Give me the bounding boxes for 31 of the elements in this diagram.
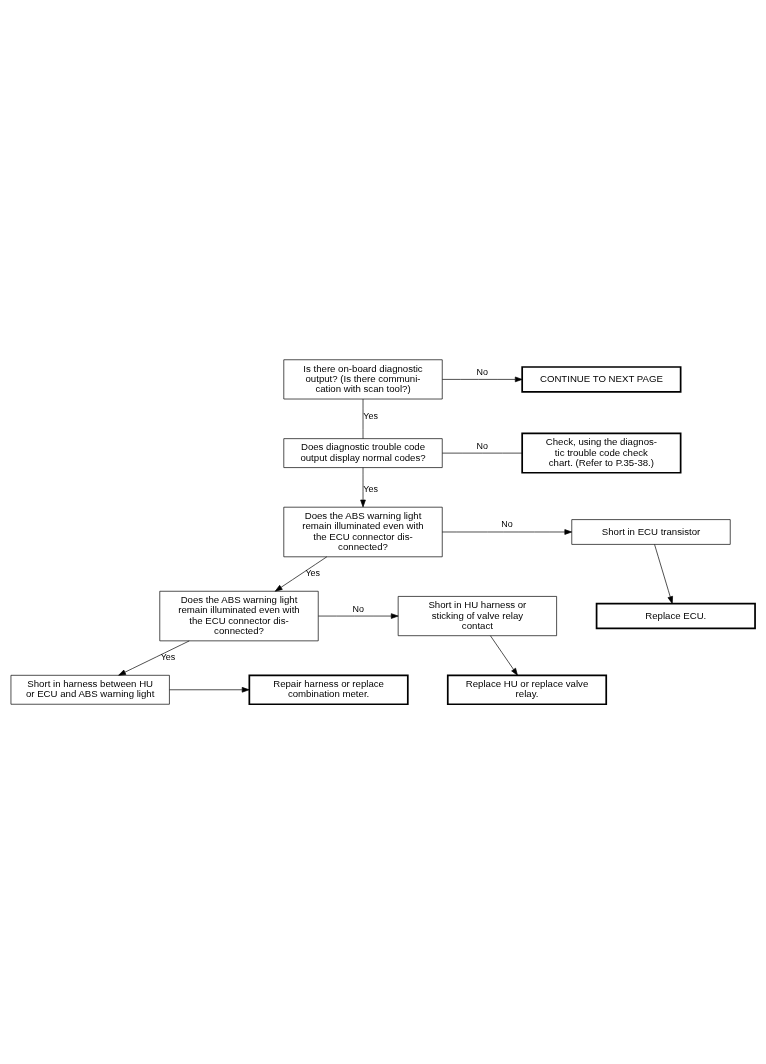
node-box: Replace HU or replace valve relay.	[446, 674, 608, 706]
arrow	[169, 687, 250, 693]
node-box: Is there on-board diagnostic output? (Is there communi- cation with scan tool?)	[283, 359, 443, 400]
arrow	[442, 376, 523, 383]
arrow	[318, 613, 399, 619]
node-box: Does the ABS warning light remain illuminated even with the ECU connector dis- connected?	[283, 506, 443, 558]
node-box: Does diagnostic trouble code output display normal codes?	[283, 438, 443, 468]
node-box: CONTINUE TO NEXT PAGE	[521, 366, 682, 393]
arrow	[274, 556, 328, 592]
edge-label: Yes	[363, 484, 378, 495]
connector	[362, 398, 364, 439]
node-box: Repair harness or replace combination meter.	[248, 674, 409, 706]
arrow	[360, 467, 366, 508]
arrow	[490, 635, 518, 676]
connector	[442, 452, 523, 454]
edge-label: No	[476, 440, 488, 451]
edge-label: Yes	[160, 652, 176, 663]
edge-label: No	[352, 603, 364, 614]
arrow	[441, 529, 573, 535]
edge-label: No	[501, 519, 513, 530]
edge-label: Yes	[363, 410, 378, 421]
arrow	[654, 544, 673, 604]
node-box: Short in HU harness or sticking of valve relay contact	[397, 596, 557, 637]
node-box: Replace ECU.	[595, 602, 756, 630]
node-box: Does the ABS warning light remain illuminated even with the ECU connector dis- connected?	[159, 590, 319, 642]
edge-label: Yes	[305, 568, 321, 579]
node-box: Short in harness between HU or ECU and ABS warning light	[10, 674, 170, 705]
edge-label: No	[476, 366, 488, 377]
node-box: Short in ECU transistor	[571, 519, 731, 545]
arrow	[118, 640, 190, 676]
node-box: Check, using the diagnos- tic trouble code check chart. (Refer to P.35-38.)	[521, 432, 682, 474]
